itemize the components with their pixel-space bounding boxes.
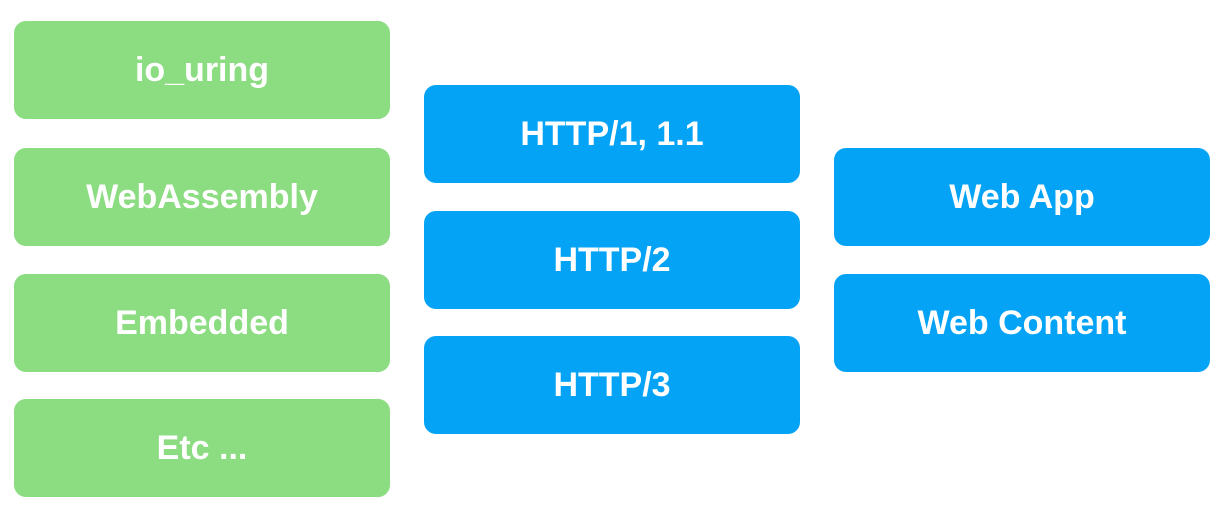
box-http1: HTTP/1, 1.1 bbox=[424, 85, 800, 183]
box-label: Web Content bbox=[917, 303, 1127, 342]
box-embedded: Embedded bbox=[14, 274, 390, 372]
box-label: HTTP/2 bbox=[553, 240, 671, 279]
box-label: Web App bbox=[949, 177, 1095, 216]
box-etc: Etc ... bbox=[14, 399, 390, 497]
box-label: io_uring bbox=[134, 50, 270, 89]
box-label: WebAssembly bbox=[86, 177, 318, 216]
box-label: HTTP/1, 1.1 bbox=[520, 114, 704, 153]
box-web-app: Web App bbox=[834, 148, 1210, 246]
box-webassembly: WebAssembly bbox=[14, 148, 390, 246]
box-http2: HTTP/2 bbox=[424, 211, 800, 309]
box-web-content: Web Content bbox=[834, 274, 1210, 372]
box-label: HTTP/3 bbox=[553, 365, 671, 404]
box-http3: HTTP/3 bbox=[424, 336, 800, 434]
box-label: Embedded bbox=[115, 303, 289, 342]
box-label: Etc ... bbox=[156, 428, 248, 467]
box-io-uring: io_uring bbox=[14, 21, 390, 119]
